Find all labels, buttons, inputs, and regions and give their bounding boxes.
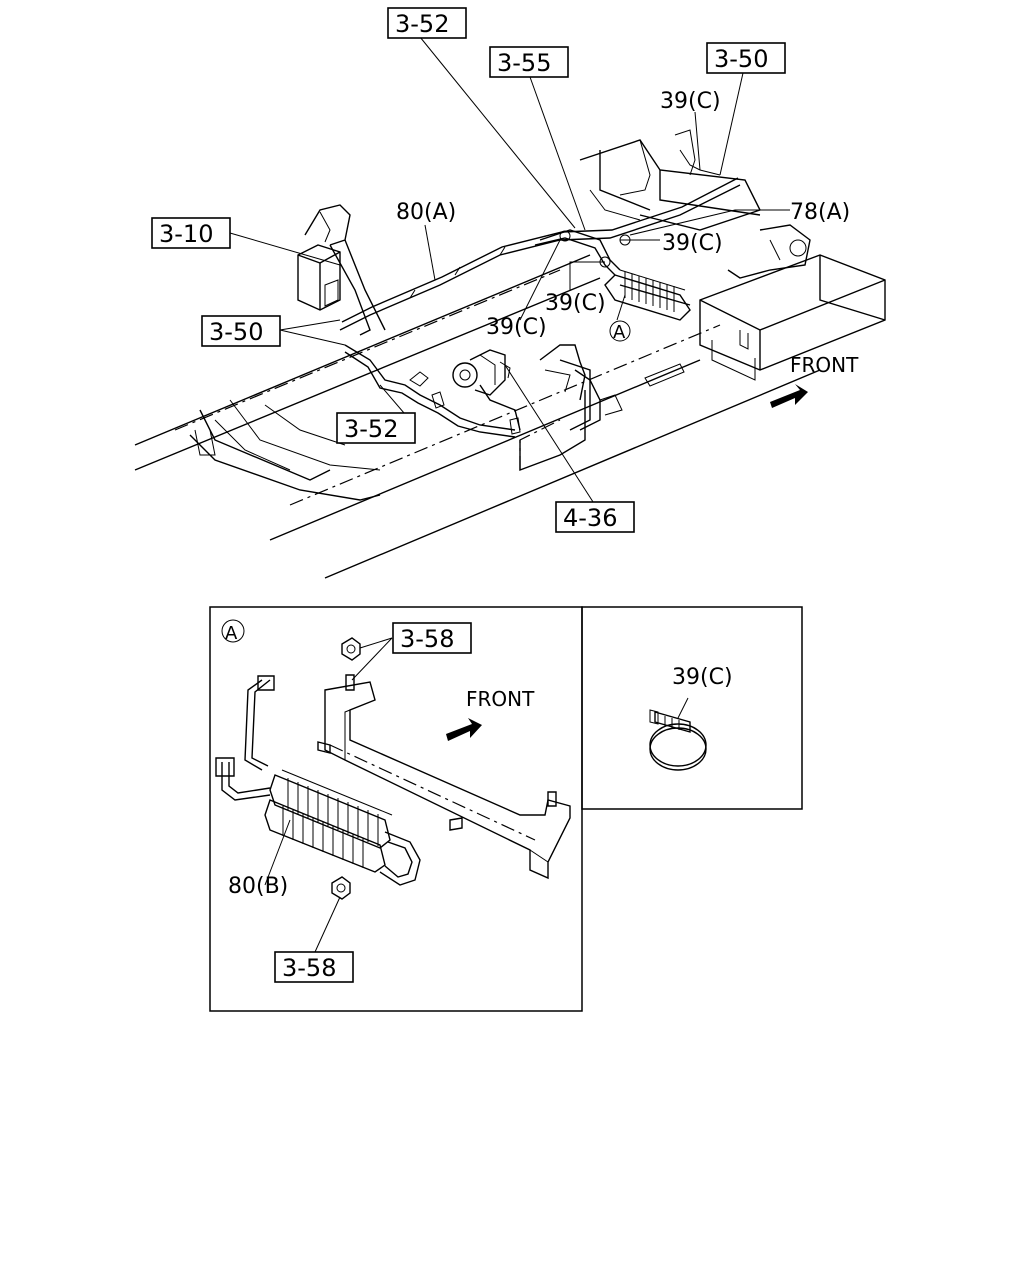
cooler-bracket-detail bbox=[317, 637, 571, 900]
svg-text:3-52: 3-52 bbox=[344, 415, 398, 443]
svg-text:3-52: 3-52 bbox=[395, 10, 449, 38]
svg-text:3-50: 3-50 bbox=[209, 318, 263, 346]
chassis-frame bbox=[134, 139, 886, 579]
svg-text:4-36: 4-36 bbox=[563, 504, 617, 532]
front-label-detail: FRONT bbox=[466, 687, 535, 711]
hose-clamp-detail bbox=[649, 697, 707, 771]
steering-pump bbox=[452, 349, 511, 396]
svg-text:3-58: 3-58 bbox=[400, 625, 454, 653]
part-label-80a: 80(A) bbox=[396, 200, 456, 225]
ref-box-3-52-top[interactable]: 3-52 bbox=[387, 7, 467, 39]
leader-lines-detail bbox=[264, 637, 393, 953]
oil-cooler-main bbox=[604, 269, 691, 321]
detail-panel-a bbox=[209, 606, 583, 1012]
part-label-39c-mid: 39(C) bbox=[545, 291, 606, 316]
detail-marker-a-panel: A bbox=[221, 619, 245, 644]
svg-text:A: A bbox=[225, 623, 238, 644]
part-label-80b: 80(B) bbox=[228, 874, 288, 899]
front-label-main: FRONT bbox=[790, 353, 859, 377]
ref-box-3-55[interactable]: 3-55 bbox=[489, 46, 569, 78]
front-arrow-detail bbox=[446, 718, 482, 741]
part-label-39c-left: 39(C) bbox=[486, 315, 547, 340]
ref-box-3-52-bottom[interactable]: 3-52 bbox=[336, 412, 416, 444]
oil-cooler-detail bbox=[215, 675, 421, 886]
ref-box-3-50-top[interactable]: 3-50 bbox=[706, 42, 786, 74]
ref-box-3-10[interactable]: 3-10 bbox=[151, 217, 231, 249]
ref-box-3-58-bottom[interactable]: 3-58 bbox=[274, 951, 354, 983]
svg-text:3-50: 3-50 bbox=[714, 45, 768, 73]
detail-marker-a-main[interactable]: A bbox=[609, 320, 631, 343]
svg-text:A: A bbox=[613, 322, 626, 343]
part-label-39c-top: 39(C) bbox=[660, 89, 721, 114]
leader-lines-main bbox=[229, 36, 790, 506]
part-label-78a: 78(A) bbox=[790, 200, 850, 225]
front-arrow-main bbox=[770, 384, 808, 408]
ref-box-3-58-top[interactable]: 3-58 bbox=[392, 622, 472, 654]
ref-box-3-50-left[interactable]: 3-50 bbox=[201, 315, 281, 347]
part-label-39c-right: 39(C) bbox=[662, 231, 723, 256]
svg-text:3-55: 3-55 bbox=[497, 49, 551, 77]
svg-text:3-10: 3-10 bbox=[159, 220, 213, 248]
ref-box-4-36[interactable]: 4-36 bbox=[555, 501, 635, 533]
part-label-39c-clamp: 39(C) bbox=[672, 665, 733, 690]
hose-routing bbox=[339, 129, 741, 438]
detail-panel-clamp bbox=[581, 606, 803, 810]
svg-text:3-58: 3-58 bbox=[282, 954, 336, 982]
